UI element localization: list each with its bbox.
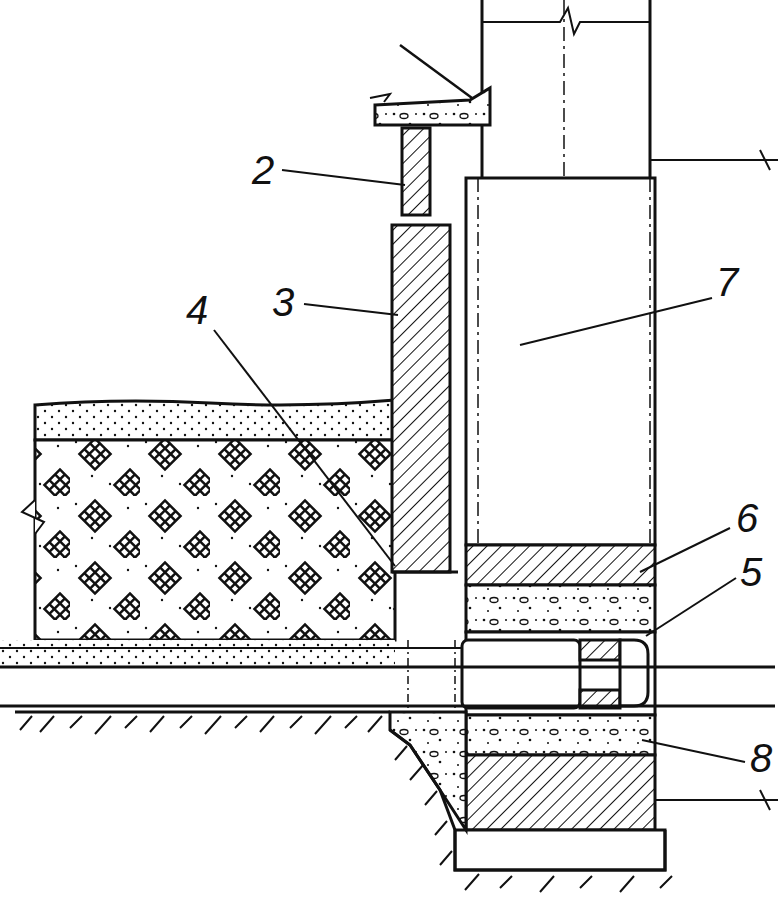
callout-number: 3 (272, 282, 294, 322)
callout-number: 7 (716, 262, 738, 302)
callout-number: 8 (750, 738, 772, 778)
callout-number: 5 (740, 552, 762, 592)
callout-number: 6 (736, 498, 758, 538)
callout-number: 2 (252, 150, 274, 190)
callout-number: 4 (186, 290, 208, 330)
